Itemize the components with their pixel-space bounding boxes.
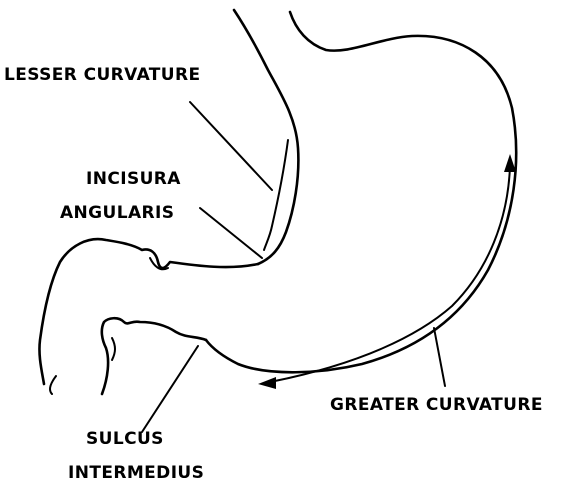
- sulcus-leader: [142, 346, 198, 432]
- greater-curvature-leader: [434, 328, 445, 386]
- duodenum-fold-right: [112, 338, 115, 360]
- greater-curvature-arrowhead-top: [504, 154, 516, 172]
- lesser-curvature-leader: [190, 102, 272, 190]
- label-angularis: ANGULARIS: [60, 203, 174, 223]
- label-incisura: INCISURA: [86, 169, 181, 189]
- esophagus-left-wall: [234, 10, 298, 264]
- incisura-leader: [200, 208, 262, 258]
- label-greater-curvature: GREATER CURVATURE: [330, 395, 543, 415]
- label-intermedius: INTERMEDIUS: [68, 463, 204, 483]
- greater-curvature-arrow-line: [270, 166, 510, 382]
- duodenum-fold-left: [50, 376, 56, 394]
- greater-curvature-arrowhead-bottom: [258, 377, 276, 389]
- label-lesser-curvature: LESSER CURVATURE: [4, 65, 201, 85]
- lesser-curvature-lower: [39, 239, 258, 384]
- greater-curvature-outline: [206, 12, 516, 372]
- label-sulcus: SULCUS: [86, 429, 164, 449]
